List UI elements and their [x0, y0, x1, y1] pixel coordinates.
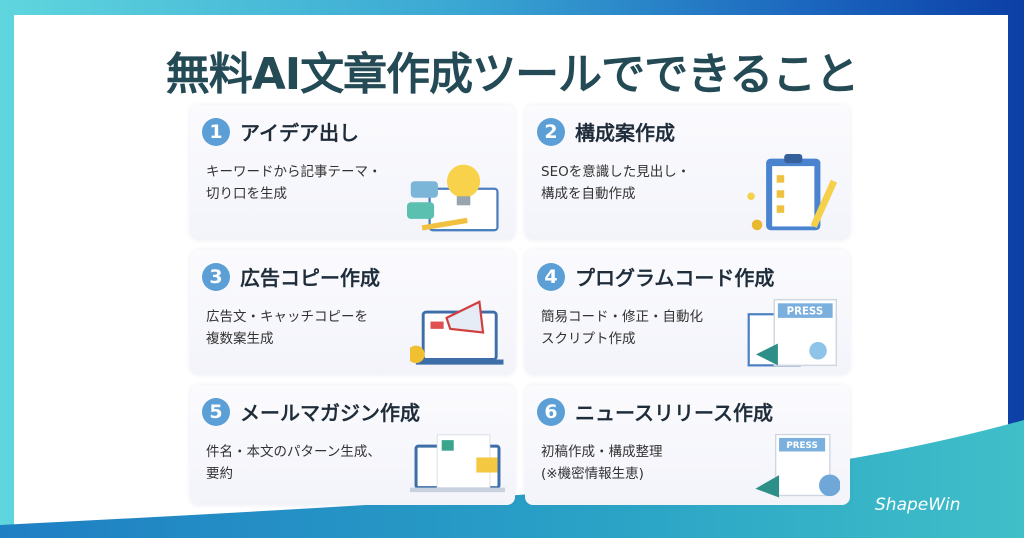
feature-card: 3 広告コピー作成 広告文・キャッチコピーを複数案生成 — [190, 250, 515, 375]
description-line: 広告文・キャッチコピーを — [206, 309, 368, 325]
card-description: 広告文・キャッチコピーを複数案生成 — [206, 306, 406, 350]
page-title: 無料AI文章作成ツールでできること — [165, 49, 860, 100]
card-description: 簡易コード・修正・自動化スクリプト作成 — [541, 306, 741, 350]
card-title: 構成案作成 — [575, 121, 675, 145]
description-line: 切り口を生成 — [206, 186, 287, 202]
card-title: メールマガジン作成 — [240, 401, 420, 425]
description-line: キーワードから記事テーマ・ — [206, 164, 382, 180]
card-title: ニュースリリース作成 — [575, 401, 773, 425]
number-badge: 2 — [537, 117, 565, 146]
card-description: 初稿作成・構成整理 (※機密情報生恵) — [541, 441, 741, 485]
card-title: 広告コピー作成 — [240, 266, 380, 290]
description-line: 件名・本文のパターン生成、 — [206, 444, 381, 460]
megaphone-laptop-icon — [410, 296, 505, 369]
description-line: 複数案生成 — [206, 331, 274, 347]
card-title: プログラムコード作成 — [575, 266, 775, 290]
press-release-icon: PRESS — [752, 431, 840, 499]
feature-card: 6 ニュースリリース作成 初稿作成・構成整理 (※機密情報生恵) PRESS — [525, 385, 850, 505]
card-header: 4 プログラムコード作成 — [537, 262, 774, 291]
email-laptop-icon — [407, 431, 505, 499]
card-title: アイデア出し — [240, 121, 359, 145]
feature-card: 2 構成案作成 SEOを意識した見出し・構成を自動作成 — [525, 105, 850, 240]
number-badge: 4 — [537, 262, 565, 291]
number-badge: 5 — [202, 397, 230, 426]
clipboard-checklist-icon — [742, 151, 840, 234]
press-document-icon: PRESS — [745, 296, 840, 369]
feature-card: 1 アイデア出し キーワードから記事テーマ・切り口を生成 — [190, 105, 515, 240]
card-header: 1 アイデア出し — [202, 117, 359, 146]
description-line: 簡易コード・修正・自動化 — [541, 309, 703, 325]
card-description: キーワードから記事テーマ・切り口を生成 — [206, 161, 406, 205]
description-line: 構成を自動作成 — [541, 186, 636, 202]
description-line: (※機密情報生恵) — [541, 466, 644, 482]
card-header: 6 ニュースリリース作成 — [537, 397, 773, 426]
card-description: SEOを意識した見出し・構成を自動作成 — [541, 161, 741, 205]
number-badge: 6 — [537, 397, 565, 426]
card-header: 3 広告コピー作成 — [202, 262, 380, 291]
description-line: 要約 — [206, 466, 233, 482]
lightbulb-notepad-icon — [407, 151, 505, 234]
card-header: 5 メールマガジン作成 — [202, 397, 420, 426]
number-badge: 3 — [202, 262, 230, 291]
card-description: 件名・本文のパターン生成、要約 — [206, 441, 406, 485]
number-badge: 1 — [202, 117, 230, 146]
description-line: 初稿作成・構成整理 — [541, 444, 663, 460]
card-header: 2 構成案作成 — [537, 117, 675, 146]
press-label: PRESS — [786, 441, 818, 451]
description-line: SEOを意識した見出し・ — [541, 164, 691, 180]
shapewin-logo: ShapeWin — [875, 495, 961, 515]
feature-card: 4 プログラムコード作成 簡易コード・修正・自動化スクリプト作成 PRESS — [525, 250, 850, 375]
feature-card: 5 メールマガジン作成 件名・本文のパターン生成、要約 — [190, 385, 515, 505]
description-line: スクリプト作成 — [541, 331, 636, 347]
press-label: PRESS — [787, 306, 824, 317]
